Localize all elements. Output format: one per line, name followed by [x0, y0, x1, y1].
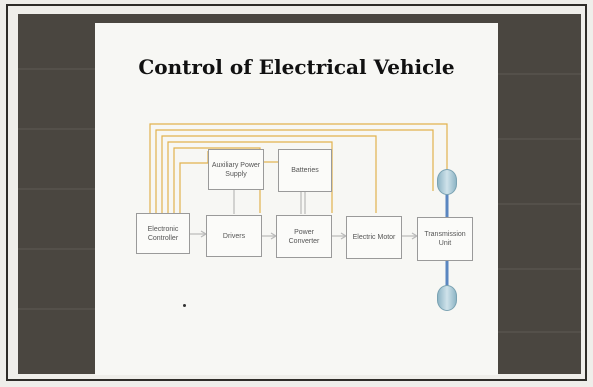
block-electronic-controller: Electronic Controller	[136, 213, 190, 254]
block-drivers: Drivers	[206, 215, 262, 257]
block-power-converter: Power Converter	[276, 215, 332, 258]
wheel-icon	[437, 285, 457, 311]
control-line-6	[180, 151, 208, 213]
wheel-icon	[437, 169, 457, 195]
block-diagram-connectors	[95, 23, 498, 375]
block-transmission-unit: Transmission Unit	[417, 217, 473, 261]
block-electric-motor: Electric Motor	[346, 216, 402, 259]
block-auxiliary-power-supply: Auxiliary Power Supply	[208, 149, 264, 190]
block-batteries: Batteries	[278, 149, 332, 192]
presentation-slide: Control of Electrical Vehicle	[95, 23, 498, 375]
